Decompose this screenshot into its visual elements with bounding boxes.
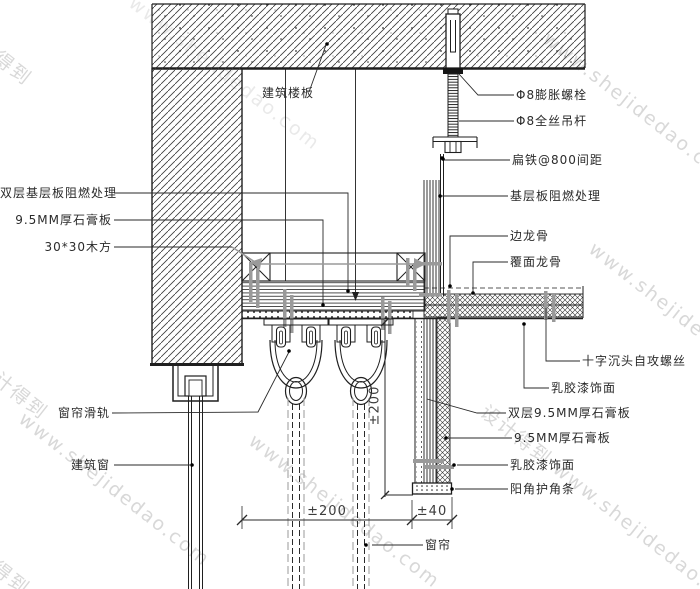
wall-shape [150,68,244,366]
curtain-track-unit [263,318,329,406]
building-slab-shape [151,3,586,70]
label-wood-block: 30*30木方 [44,240,112,254]
label-flat-iron-spacing: 扁铁@800间距 [512,153,603,167]
label-full-thread-hanger: Φ8全丝吊杆 [516,114,588,128]
curtain-track-unit [328,318,394,406]
label-latex-paint-2: 乳胶漆饰面 [510,458,576,472]
label-base-board-fire: 基层板阻燃处理 [510,189,602,203]
label-expansion-bolt: Φ8膨胀螺栓 [516,88,588,102]
leader-gray-line [231,246,426,270]
right-gypsum-band [423,286,584,318]
label-edge-keel: 边龙骨 [510,229,550,243]
vertical-panel-assembly [411,180,453,495]
label-building-window: 建筑窗 [70,458,110,472]
dimension-lines [236,317,458,529]
curtain-box-return [172,366,219,402]
leader-dots [190,42,526,547]
expansion-bolt-shape [443,8,463,74]
label-building-slab: 建筑楼板 [262,86,315,100]
label-gypsum-9-5: 9.5MM厚石膏板 [514,431,611,445]
label-corner-bead: 阳角护角条 [510,482,576,496]
label-countersunk-screw: 十字沉头自攻螺丝 [582,354,687,368]
label-double-base-board-fire: 双层基层板阻燃处理 [0,186,118,200]
leader-lines [111,44,580,546]
curtain-dashed-lines [287,398,370,589]
label-latex-paint-1: 乳胶漆饰面 [551,381,617,395]
label-double-gypsum: 双层9.5MM厚石膏板 [508,406,631,420]
dimension-span-main: ±200 [307,504,347,519]
threaded-rod-shape [447,73,459,138]
wood-block-frame [241,252,426,282]
flat-iron-bracket-shape [432,136,478,296]
window-frame-lines [188,396,203,589]
dimension-span-right: ±40 [416,504,448,519]
label-gypsum-9-5-left: 9.5MM厚石膏板 [15,213,112,227]
label-curtain-track: 窗帘滑轨 [57,406,110,420]
label-face-keel: 覆面龙骨 [510,255,563,269]
label-curtain: 窗帘 [425,538,452,552]
screw-marks [249,258,556,469]
dimension-drop: ±200 [367,385,383,426]
